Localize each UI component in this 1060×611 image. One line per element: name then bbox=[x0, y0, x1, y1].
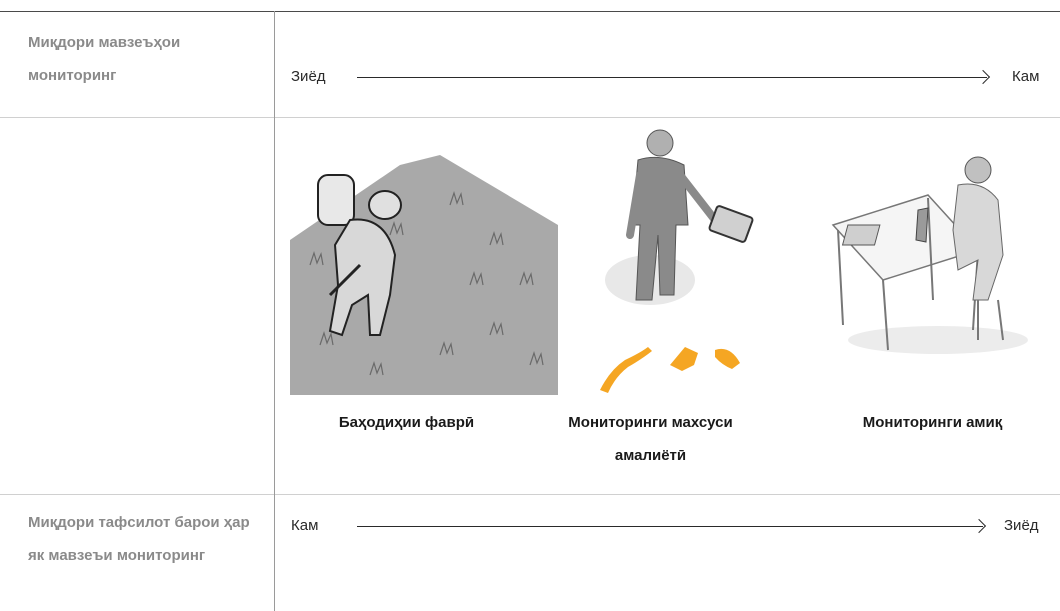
detail-amount-label: Миқдори тафсилот барои ҳар як мавзеъи мо… bbox=[28, 506, 260, 572]
bottom-axis-start-label: Кам bbox=[291, 516, 318, 536]
person-with-tablet-salamanders-illustration bbox=[590, 125, 770, 395]
caption-targeted-monitoring: Мониторинги махсуси амалиётӣ bbox=[543, 406, 758, 472]
field-worker-sprayer-illustration bbox=[290, 145, 558, 395]
top-axis-arrow bbox=[357, 77, 987, 78]
column-divider bbox=[274, 11, 275, 611]
row-divider-top bbox=[0, 117, 1060, 118]
top-border bbox=[0, 11, 1060, 12]
scientist-microscope-illustration bbox=[828, 150, 1043, 360]
caption-rapid-assessment: Баҳодиҳии фаврӣ bbox=[294, 406, 519, 439]
bottom-axis-end-label: Зиёд bbox=[1004, 516, 1039, 536]
top-axis-start-label: Зиёд bbox=[291, 67, 326, 87]
top-axis-arrowhead bbox=[976, 70, 990, 84]
bottom-axis-arrow bbox=[357, 526, 983, 527]
top-axis-end-label: Кам bbox=[1012, 67, 1039, 87]
caption-intensive-monitoring: Мониторинги амиқ bbox=[820, 406, 1045, 439]
bottom-axis-arrowhead bbox=[972, 519, 986, 533]
row-divider-bottom bbox=[0, 494, 1060, 495]
sites-count-label: Миқдори мавзеъҳои мониторинг bbox=[28, 26, 260, 92]
